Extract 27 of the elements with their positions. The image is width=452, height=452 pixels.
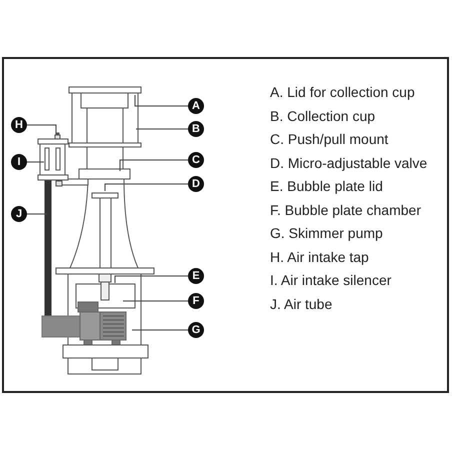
part-label: C. Push/pull mount [270, 131, 388, 148]
callout-letter: F [188, 293, 204, 309]
part-label: H. Air intake tap [270, 248, 369, 266]
callout-letter: H [11, 117, 27, 133]
callout-letter: E [188, 268, 204, 284]
callout-letter: B [188, 121, 204, 137]
callout-letter: A [188, 98, 204, 114]
callout-letter: D [188, 176, 204, 192]
part-label: I. Air intake silencer [270, 272, 392, 289]
part-label: D. Micro-adjustable valve [270, 154, 428, 172]
callout-letter: C [188, 152, 204, 168]
part-label: B. Collection cup [270, 108, 376, 124]
leader-line [120, 160, 188, 172]
part-label: F. Bubble plate chamber [270, 202, 421, 218]
leader-line [122, 300, 188, 302]
leader-line [134, 94, 188, 106]
callout-letter: J [11, 206, 27, 222]
leader-line [114, 276, 188, 284]
part-label: J. Air tube [270, 296, 332, 312]
leader-line [104, 184, 188, 192]
callout-letter: G [188, 322, 204, 338]
callout-letter: I [11, 154, 27, 170]
part-label: E. Bubble plate lid [270, 178, 383, 195]
leader-line [136, 128, 188, 130]
leader-line [26, 124, 56, 134]
part-label: G. Skimmer pump [270, 225, 383, 242]
part-label: A. Lid for collection cup [270, 84, 415, 101]
